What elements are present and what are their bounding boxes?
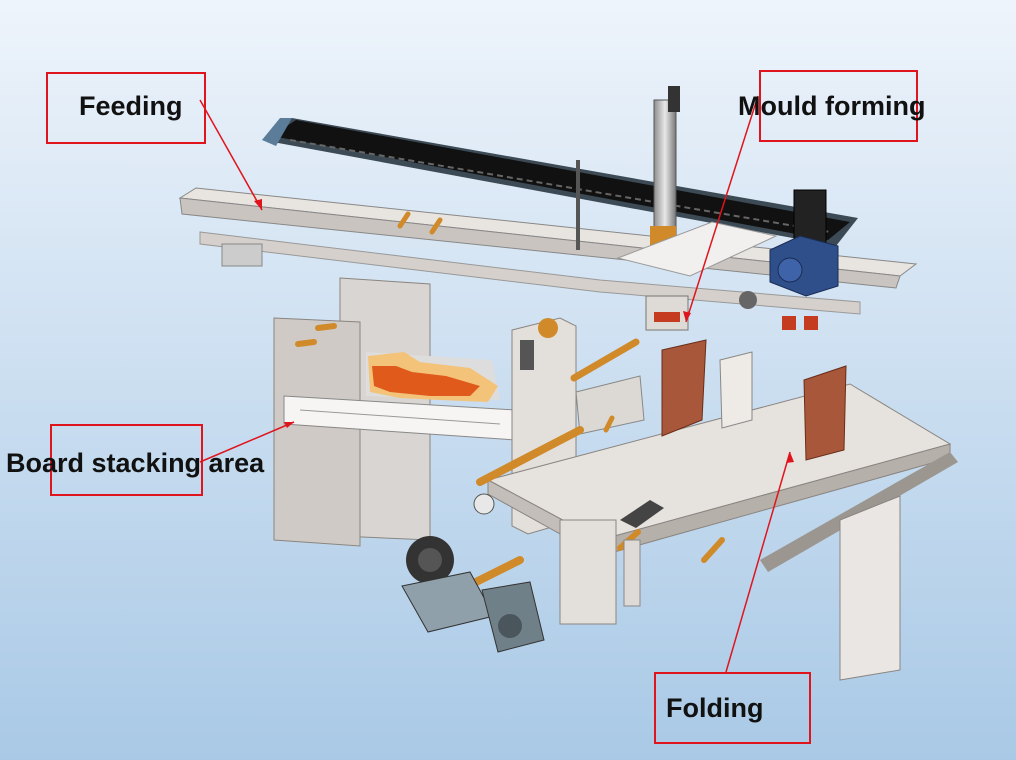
- mould-forming-label: Mould forming: [738, 91, 926, 121]
- drive-motor: [401, 493, 545, 653]
- feeding-label: Feeding: [79, 91, 183, 121]
- mould-forming-box: [759, 70, 918, 142]
- feeding-box: [46, 72, 206, 144]
- arrowheads: [254, 199, 794, 463]
- mould-forming-arrow: [685, 95, 759, 323]
- folding-arrow: [725, 451, 791, 673]
- folding-flaps: [575, 339, 847, 461]
- cardboard-blank: [368, 352, 498, 402]
- board-stacking-box: [50, 424, 203, 496]
- folding-box: [654, 672, 811, 744]
- servo-motor: [739, 189, 839, 330]
- board-stacking-arrow: [199, 421, 295, 463]
- folding-label: Folding: [666, 693, 764, 723]
- table-post: [559, 519, 641, 625]
- board-stacking-label: Board stacking area: [6, 448, 265, 478]
- slide-rails: [760, 452, 958, 681]
- mould-head: [616, 221, 778, 331]
- overhead-conveyor: [262, 118, 858, 246]
- feeding-arrow: [199, 99, 263, 211]
- callout-arrows: [199, 95, 791, 673]
- machine-illustration: [178, 86, 958, 681]
- callout-boxes: [46, 70, 918, 744]
